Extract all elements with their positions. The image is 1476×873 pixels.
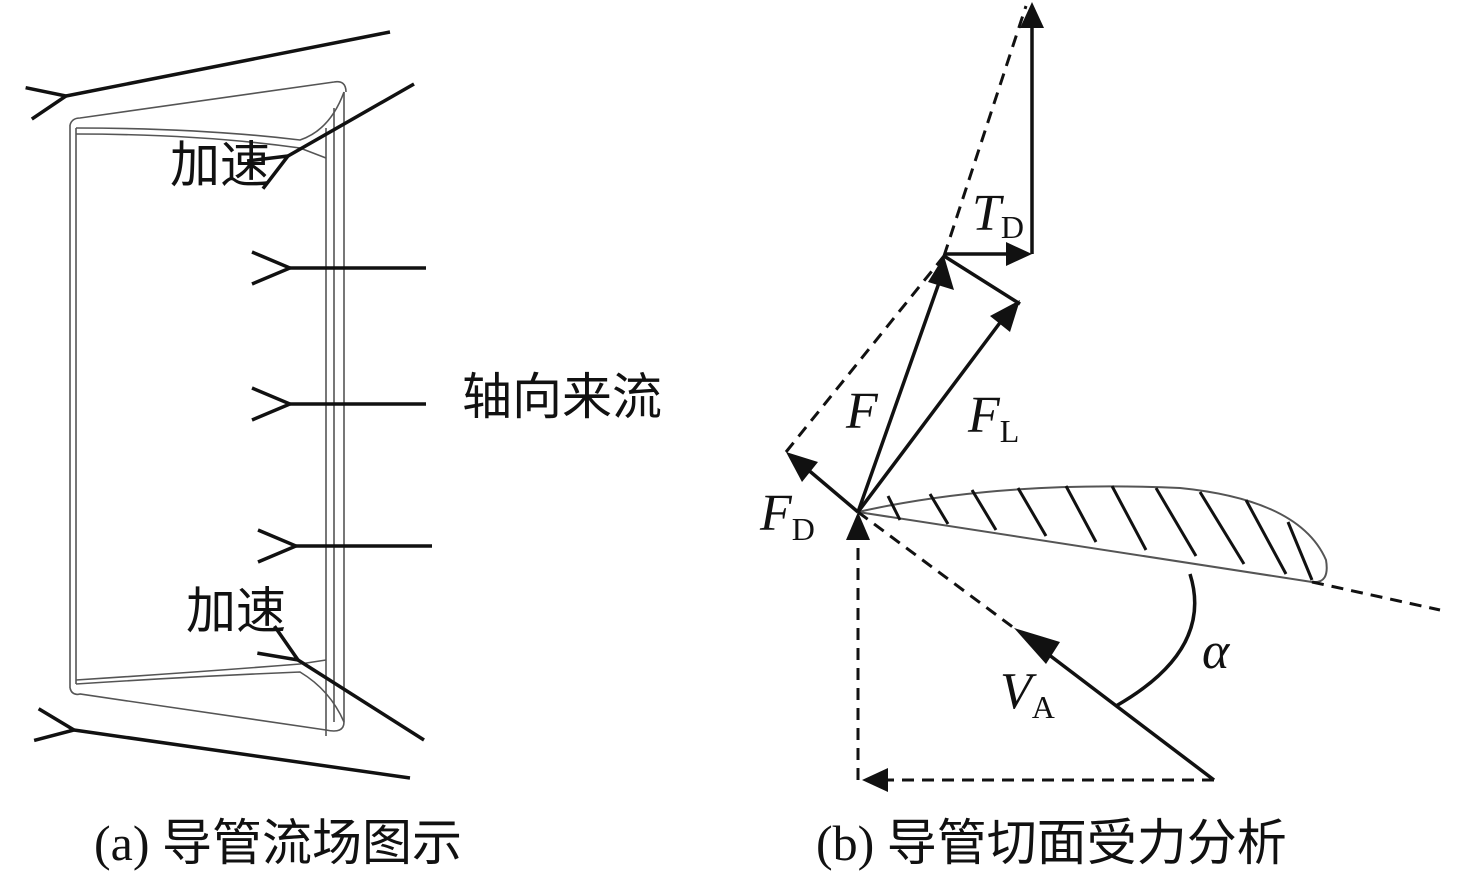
label-td: TD: [972, 185, 1024, 245]
alpha-arc: [1115, 573, 1197, 708]
inflow-accel-arrow-bottom: [298, 660, 425, 742]
label-va: VA: [1000, 663, 1055, 725]
f-arrowhead: [928, 256, 954, 290]
td-arrowhead: [1006, 242, 1032, 266]
foil-section: [857, 485, 1328, 584]
outflow-arrow-top: [66, 30, 391, 96]
vertical-arrowhead: [846, 512, 870, 540]
lift-projection: [943, 254, 1021, 306]
accel-label-bottom: 加速: [186, 582, 286, 640]
resultant-dashed-1: [784, 255, 946, 453]
label-alpha: α: [1202, 623, 1231, 680]
caption-a: (a) 导管流场图示: [94, 815, 462, 871]
thrust-vertical-arrowhead: [1020, 2, 1044, 28]
horizontal-arrowhead: [862, 768, 888, 792]
axial-inflow-label: 轴向来流: [462, 368, 662, 426]
fd-arrowhead: [786, 452, 818, 482]
f-arrow: [856, 279, 942, 513]
duct-outline: [69, 80, 347, 736]
fd-arrow: [804, 466, 860, 514]
panel-b: TD F FL FD VA α: [759, 2, 1441, 792]
resultant-dashed-2: [942, 5, 1028, 257]
chord-extension: [1311, 580, 1441, 612]
accel-label-top: 加速: [170, 136, 270, 194]
inflow-accel-arrow-top: [288, 82, 415, 156]
label-fd: FD: [759, 485, 815, 547]
label-fl: FL: [967, 387, 1019, 449]
va-arrow: [1038, 646, 1216, 782]
panel-a: 加速 加速 轴向来流: [66, 30, 662, 780]
va-arrowhead: [1014, 628, 1060, 664]
fl-arrow: [856, 318, 1004, 514]
fl-arrowhead: [990, 300, 1020, 332]
caption-b: (b) 导管切面受力分析: [816, 815, 1287, 871]
label-f: F: [845, 383, 879, 440]
inflow-direction-line: [857, 510, 1015, 630]
outflow-arrow-bottom: [74, 730, 411, 780]
